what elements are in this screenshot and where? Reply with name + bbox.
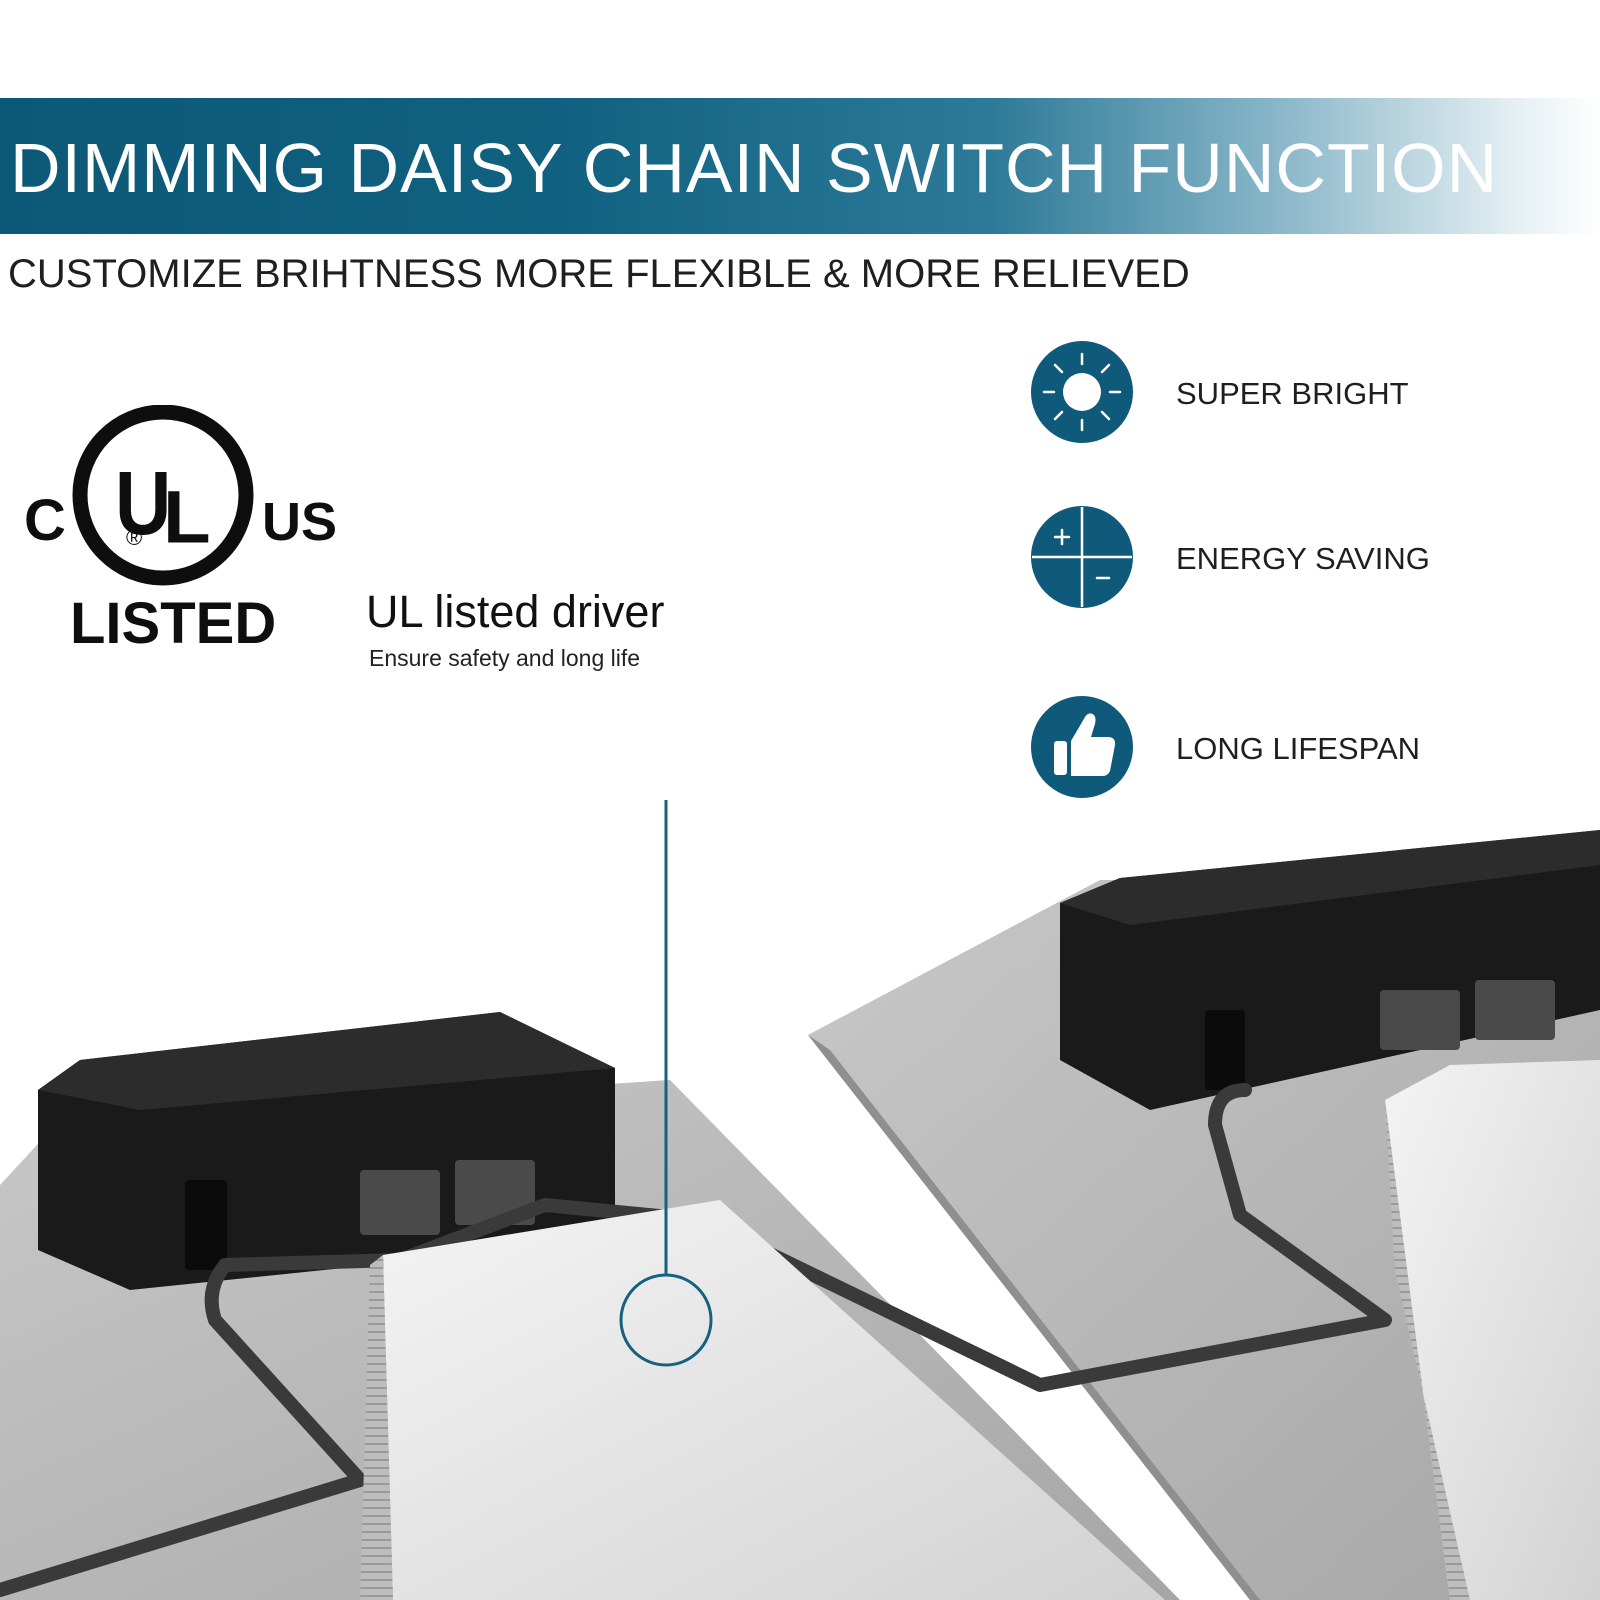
ul-callout-circle xyxy=(619,1273,713,1367)
plus-minus-icon xyxy=(1031,506,1133,608)
title-banner xyxy=(0,98,1600,234)
page-title: DIMMING DAISY CHAIN SWITCH FUNCTION xyxy=(10,129,1499,207)
ul-us-letters: US xyxy=(262,492,337,552)
feature-long-lifespan: LONG LIFESPAN xyxy=(1030,695,1530,799)
feature-super-bright: SUPER BRIGHT xyxy=(1030,340,1530,444)
ul-c-letter: C xyxy=(24,488,66,553)
sun-icon xyxy=(1031,341,1133,443)
ul-listed-text: LISTED xyxy=(70,591,276,656)
feature-energy-saving: ENERGY SAVING xyxy=(1030,505,1530,609)
page-subtitle: CUSTOMIZE BRIHTNESS MORE FLEXIBLE & MORE… xyxy=(8,252,1190,296)
left-connector-port xyxy=(455,1160,535,1225)
ul-callout-subtitle: Ensure safety and long life xyxy=(369,645,641,671)
feature-label: ENERGY SAVING xyxy=(1176,541,1430,576)
ul-callout-line xyxy=(664,800,668,1275)
left-connector-port xyxy=(360,1170,440,1235)
right-connector-port xyxy=(1380,990,1460,1050)
feature-label: SUPER BRIGHT xyxy=(1176,376,1409,411)
ul-u-letter: U xyxy=(115,453,171,553)
left-power-switch xyxy=(185,1180,227,1270)
right-light-panel xyxy=(808,880,1600,1600)
ul-l-letter: L xyxy=(163,477,211,560)
left-power-driver xyxy=(383,1200,1165,1600)
daisy-chain-cable xyxy=(0,1083,1392,1597)
grow-light-product-image xyxy=(0,800,1600,1600)
thumbs-up-icon xyxy=(1031,696,1133,798)
ul-registered-mark: ® xyxy=(126,525,142,550)
feature-label: LONG LIFESPAN xyxy=(1176,731,1421,766)
right-power-switch xyxy=(1205,1010,1245,1090)
ul-listed-logo: C U L ® US LISTED xyxy=(24,405,337,656)
right-connector-port xyxy=(1475,980,1555,1040)
ul-callout-title: UL listed driver xyxy=(366,586,665,637)
